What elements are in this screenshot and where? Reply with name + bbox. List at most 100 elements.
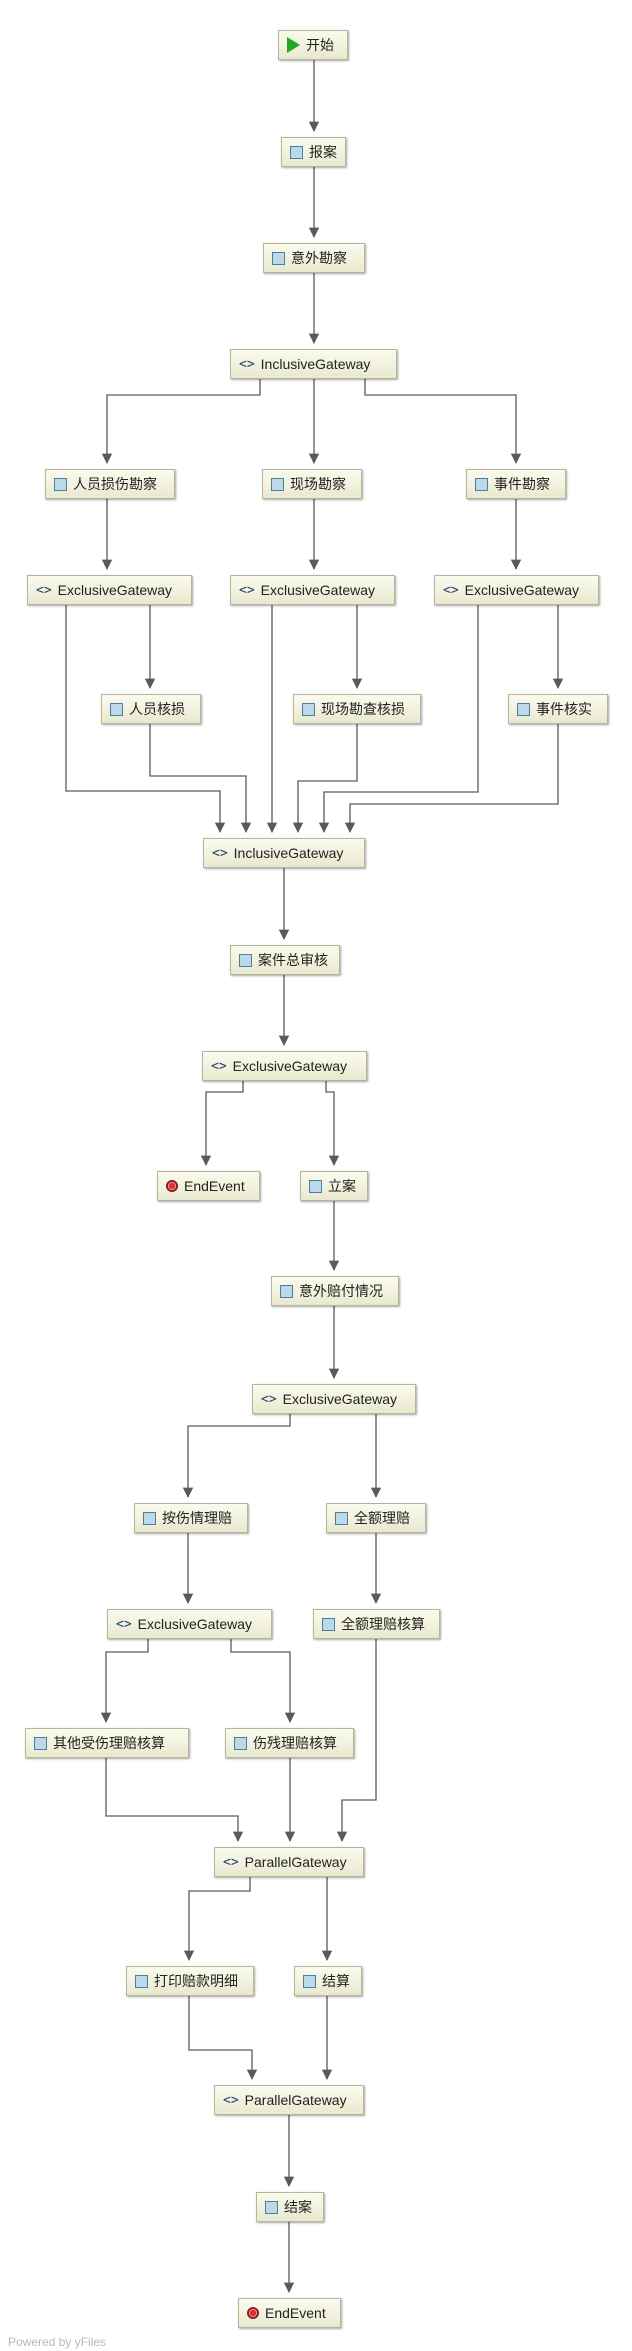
node-label: 人员损伤勘察: [73, 476, 157, 492]
node-label: 全额理赔核算: [341, 1616, 425, 1632]
flow-edge: [200, 1081, 244, 1167]
task-icon: [309, 1179, 322, 1193]
task-scene-inspection-verify[interactable]: 现场勘查核损: [293, 694, 421, 724]
node-label: 立案: [328, 1178, 356, 1194]
task-icon: [303, 1974, 316, 1988]
task-close-case[interactable]: 结案: [256, 2192, 324, 2222]
node-label: 结算: [322, 1973, 350, 1989]
task-icon: [110, 702, 123, 716]
gateway-icon: <>: [223, 1854, 239, 1870]
task-disability-claim-verify[interactable]: 伤残理赔核算: [225, 1728, 354, 1758]
inclusive-gateway-join[interactable]: <> InclusiveGateway: [203, 838, 365, 868]
task-claim-by-injury[interactable]: 按伤情理赔: [134, 1503, 248, 1533]
task-accident-survey[interactable]: 意外勘察: [263, 243, 365, 273]
flow-edge: [364, 379, 522, 465]
parallel-gateway-join[interactable]: <> ParallelGateway: [214, 1847, 364, 1877]
task-print-payout-details[interactable]: 打印赔款明细: [126, 1966, 254, 1996]
exclusive-gateway-person[interactable]: <> ExclusiveGateway: [27, 575, 192, 605]
exclusive-gateway-scene[interactable]: <> ExclusiveGateway: [230, 575, 395, 605]
task-report[interactable]: 报案: [281, 137, 346, 167]
node-label: EndEvent: [265, 2305, 326, 2321]
flow-edge: [65, 605, 226, 834]
gateway-icon: <>: [36, 582, 52, 598]
gateway-icon: <>: [261, 1391, 277, 1407]
task-icon: [54, 477, 67, 491]
node-label: 事件核实: [536, 701, 592, 717]
task-scene-survey[interactable]: 现场勘察: [262, 469, 362, 499]
task-file-case[interactable]: 立案: [300, 1171, 368, 1201]
flow-edge: [318, 605, 479, 834]
node-label: 其他受伤理赔核算: [53, 1735, 165, 1751]
task-icon: [265, 2200, 278, 2214]
flow-edge: [188, 1996, 258, 2081]
flow-edge: [230, 1639, 296, 1724]
task-icon: [517, 702, 530, 716]
task-person-injury-survey[interactable]: 人员损伤勘察: [45, 469, 175, 499]
node-label: 按伤情理赔: [162, 1510, 232, 1526]
end-event-reject[interactable]: EndEvent: [157, 1171, 260, 1201]
task-icon: [272, 251, 285, 265]
task-icon: [290, 145, 303, 159]
gateway-icon: <>: [223, 2092, 239, 2108]
gateway-icon: <>: [443, 582, 459, 598]
node-label: 现场勘察: [290, 476, 346, 492]
task-icon: [302, 702, 315, 716]
node-label: 报案: [309, 144, 337, 160]
flow-edge: [292, 724, 358, 834]
exclusive-gateway-injury[interactable]: <> ExclusiveGateway: [107, 1609, 272, 1639]
exclusive-gateway-payout[interactable]: <> ExclusiveGateway: [252, 1384, 416, 1414]
node-label: 结案: [284, 2199, 312, 2215]
node-label: InclusiveGateway: [260, 356, 371, 372]
task-case-review[interactable]: 案件总审核: [230, 945, 340, 975]
task-full-claim-verify[interactable]: 全额理赔核算: [313, 1609, 440, 1639]
task-icon: [335, 1511, 348, 1525]
node-label: ExclusiveGateway: [282, 1391, 398, 1407]
start-event[interactable]: 开始: [278, 30, 348, 60]
node-label: ExclusiveGateway: [137, 1616, 253, 1632]
node-label: 开始: [306, 37, 334, 53]
gateway-icon: <>: [239, 356, 255, 372]
node-label: EndEvent: [184, 1178, 245, 1194]
end-event-final[interactable]: EndEvent: [238, 2298, 341, 2328]
node-label: ExclusiveGateway: [464, 582, 580, 598]
node-label: 打印赔款明细: [154, 1973, 238, 1989]
flow-edge: [101, 379, 261, 465]
node-label: 案件总审核: [258, 952, 328, 968]
end-icon: [247, 2307, 259, 2319]
node-label: 人员核损: [129, 701, 185, 717]
task-icon: [135, 1974, 148, 1988]
flow-edge: [336, 1639, 377, 1843]
node-label: ExclusiveGateway: [57, 582, 173, 598]
start-icon: [287, 37, 300, 53]
node-label: ExclusiveGateway: [232, 1058, 348, 1074]
exclusive-gateway-review[interactable]: <> ExclusiveGateway: [202, 1051, 367, 1081]
node-label: 全额理赔: [354, 1510, 410, 1526]
gateway-icon: <>: [239, 582, 255, 598]
flow-edge: [182, 1414, 291, 1499]
end-icon: [166, 1180, 178, 1192]
gateway-icon: <>: [212, 845, 228, 861]
gateway-icon: <>: [116, 1616, 132, 1632]
task-icon: [34, 1736, 47, 1750]
task-event-survey[interactable]: 事件勘察: [466, 469, 566, 499]
node-label: 事件勘察: [494, 476, 550, 492]
task-icon: [280, 1284, 293, 1298]
task-settle[interactable]: 结算: [294, 1966, 362, 1996]
parallel-gateway-final[interactable]: <> ParallelGateway: [214, 2085, 364, 2115]
task-icon: [475, 477, 488, 491]
inclusive-gateway-split[interactable]: <> InclusiveGateway: [230, 349, 397, 379]
task-icon: [239, 953, 252, 967]
gateway-icon: <>: [211, 1058, 227, 1074]
task-icon: [143, 1511, 156, 1525]
task-event-verify[interactable]: 事件核实: [508, 694, 608, 724]
task-payout-status[interactable]: 意外赔付情况: [271, 1276, 399, 1306]
task-person-verify[interactable]: 人员核损: [101, 694, 201, 724]
node-label: InclusiveGateway: [233, 845, 344, 861]
task-icon: [322, 1617, 335, 1631]
exclusive-gateway-event[interactable]: <> ExclusiveGateway: [434, 575, 599, 605]
task-other-injury-claim-verify[interactable]: 其他受伤理赔核算: [25, 1728, 189, 1758]
node-label: 现场勘查核损: [321, 701, 405, 717]
task-full-claim[interactable]: 全额理赔: [326, 1503, 426, 1533]
flow-edge: [344, 724, 559, 834]
